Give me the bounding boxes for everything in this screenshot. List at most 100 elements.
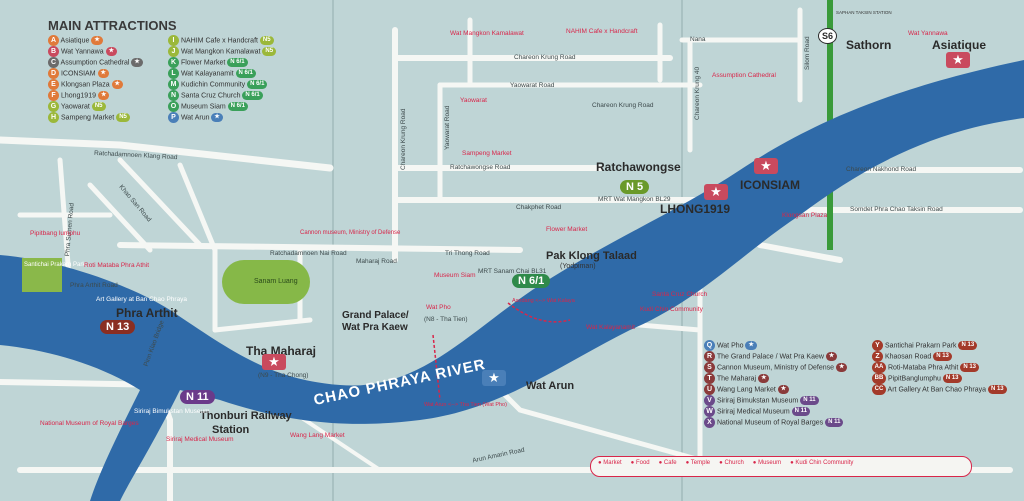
road-chareon-krung-b: Chareon Krung Road	[592, 102, 654, 109]
poi-sampeng: Sampeng Market	[462, 150, 512, 157]
label-thonburi-station: Station	[212, 424, 250, 436]
legend-code-badge: AA	[872, 362, 886, 373]
legend-code-badge: H	[48, 112, 59, 123]
legend-main-right-item: P Wat Arun ★	[168, 112, 276, 123]
legend-name: Wat Arun	[179, 114, 212, 122]
legend-code-badge: J	[168, 46, 179, 57]
label-wat-arun: Wat Arun	[526, 380, 575, 392]
legend-code-badge: D	[48, 68, 59, 79]
poi-siriraj-bim: Siriraj Bimukstan Museum	[134, 408, 210, 415]
legend-code-badge: M	[168, 79, 179, 90]
legend-code-badge: Y	[872, 340, 883, 351]
legend-main-left-item: D ICONSIAM ★	[48, 68, 143, 79]
legend-code-badge: X	[704, 417, 715, 428]
road-silom: Silom Road	[804, 36, 811, 70]
legend-pier-tag: ★	[758, 374, 770, 383]
church-icon: ●	[719, 460, 725, 466]
legend-name: Museum Siam	[179, 103, 228, 111]
legend-main-right-item: I NAHIM Cafe x Handcraft N5	[168, 35, 276, 46]
poi-wat-mangkon: Wat Mangkon Kamalawat	[450, 30, 524, 37]
legend-name: Assumption Cathedral	[59, 59, 132, 67]
legend-bottom-left-item: S Cannon Museum, Ministry of Defense ★	[704, 362, 848, 373]
legend-name: The Maharaj	[715, 375, 759, 383]
legend-name: Cannon Museum, Ministry of Defense	[715, 364, 836, 372]
label-sathorn: Sathorn	[846, 38, 892, 52]
legend-name: Klongsan Plaza	[59, 81, 112, 89]
poi-sanam-luang: Sanam Luang	[254, 278, 298, 285]
legend-code-badge: V	[704, 395, 715, 406]
legend-pier-tag: N 6/1	[235, 69, 256, 78]
road-maharaj: Maharaj Road	[356, 258, 397, 265]
legend-left: A Asiatique ★B Wat Yannawa ★C Assumption…	[48, 35, 143, 123]
legend-main-right-item: N Santa Cruz Church N 6/1	[168, 90, 276, 101]
poi-siriraj-med: Siriraj Medical Museum	[166, 436, 234, 443]
legend-code-badge: CC	[872, 384, 886, 395]
legend-main-left-item: A Asiatique ★	[48, 35, 143, 46]
pier-n6-1: N 6/1	[512, 274, 551, 288]
road-ratchadamnoen-nai: Ratchadamnoen Nai Road	[270, 250, 347, 257]
legend-bottom-right-item: Y Santichai Prakarn Park N 13	[872, 340, 1007, 351]
legend-name: Lhong1919	[59, 92, 98, 100]
legend-pier-tag: ★	[91, 36, 103, 45]
legend-code-badge: I	[168, 35, 179, 46]
icon-legend-label: Church	[724, 460, 744, 466]
legend-pier-tag: N5	[116, 113, 130, 122]
poi-klongsan: Klongsan Plaza	[782, 212, 828, 219]
legend-code-badge: W	[704, 406, 715, 417]
poi-mrt-sanam: MRT Sanam Chai BL31	[478, 268, 547, 275]
star-marker-asiatique: ★	[946, 52, 970, 68]
legend-bottom-right-item: Z Khaosan Road N 13	[872, 351, 1007, 362]
icon-legend-item: ● Cafe	[659, 460, 677, 466]
legend-main-left-item: E Klongsan Plaza ★	[48, 79, 143, 90]
legend-bottom-right-item: CC Art Gallery At Ban Chao Phraya N 13	[872, 384, 1007, 395]
legend-pier-tag: ★	[777, 385, 790, 394]
legend-code-badge: L	[168, 68, 179, 79]
poi-roti: Roti Mataba Phra Athit	[84, 262, 150, 269]
legend-name: Siriraj Medical Museum	[715, 408, 792, 416]
label-ratchawongse: Ratchawongse	[596, 160, 681, 174]
poi-santa-cruz: Santa Cruz Church	[652, 291, 708, 298]
legend-name: Sampeng Market	[59, 114, 117, 122]
label-phra-arthit: Phra Arthit	[116, 306, 178, 320]
legend-main-left-item: F Lhong1919 ★	[48, 90, 143, 101]
legend-code-badge: G	[48, 101, 59, 112]
legend-name: ICONSIAM	[59, 70, 98, 78]
ferry-route-2: Wat Arun <--> Tha Tien (Wat Pho)	[424, 402, 507, 408]
legend-bottom-right-item: BB PipitBanglumphu N 13	[872, 373, 1007, 384]
road-yaowarat: Yaowarat Road	[510, 82, 555, 89]
station-s6: S6	[818, 28, 838, 44]
label-pak-klong-sub: (Yodpiman)	[560, 263, 596, 270]
legend-title: MAIN ATTRACTIONS	[48, 18, 177, 33]
poi-cannon: Cannon museum, Ministry of Defense	[300, 230, 401, 236]
road-yaowarat-v: Yaowarat Road	[444, 105, 451, 150]
poi-santichai: Santichai Prakarn Park	[24, 262, 86, 268]
poi-flower-market: Flower Market	[546, 226, 588, 233]
legend-code-badge: F	[48, 90, 59, 101]
legend-name: Kudichin Community	[179, 81, 248, 89]
poi-nahim: NAHIM Cafe x Handcraft	[566, 28, 638, 35]
legend-pier-tag: N 13	[942, 374, 962, 383]
legend-name: PipitBanglumphu	[886, 375, 943, 383]
road-chareon-nakhon: Chareon Nakhond Road	[846, 166, 917, 173]
legend-bottom-left-item: V Siriraj Bimukstan Museum N 11	[704, 395, 847, 406]
legend-pier-tag: N 13	[960, 363, 980, 372]
legend-code-badge: Q	[704, 340, 715, 351]
legend-pier-tag: ★	[211, 113, 223, 122]
star-marker-lhong: ★	[704, 184, 728, 200]
label-lhong1919: LHONG1919	[660, 202, 731, 216]
legend-pier-tag: N 11	[800, 396, 819, 405]
legend-main-left-item: H Sampeng Market N5	[48, 112, 143, 123]
legend-pier-tag: ★	[836, 363, 848, 372]
icon-legend-label: Temple	[690, 460, 711, 466]
poi-royal-barges: National Museum of Royal Barges	[40, 420, 139, 427]
legend-name: Wat Pho	[715, 342, 746, 350]
poi-wat-pho: Wat Pho	[426, 304, 451, 311]
label-wat-pra-kaew: Wat Pra Kaew	[342, 322, 408, 333]
sanam-luang-area	[222, 260, 310, 304]
star-marker-wat-arun: ★	[482, 370, 506, 386]
legend-name: Yaowarat	[59, 103, 92, 111]
road-ratchawongse: Ratchawongse Road	[450, 164, 511, 171]
legend-main-left-item: G Yaowarat N5	[48, 101, 143, 112]
star-marker-iconsiam: ★	[754, 158, 778, 174]
icon-legend-item: ● Church	[719, 460, 744, 466]
